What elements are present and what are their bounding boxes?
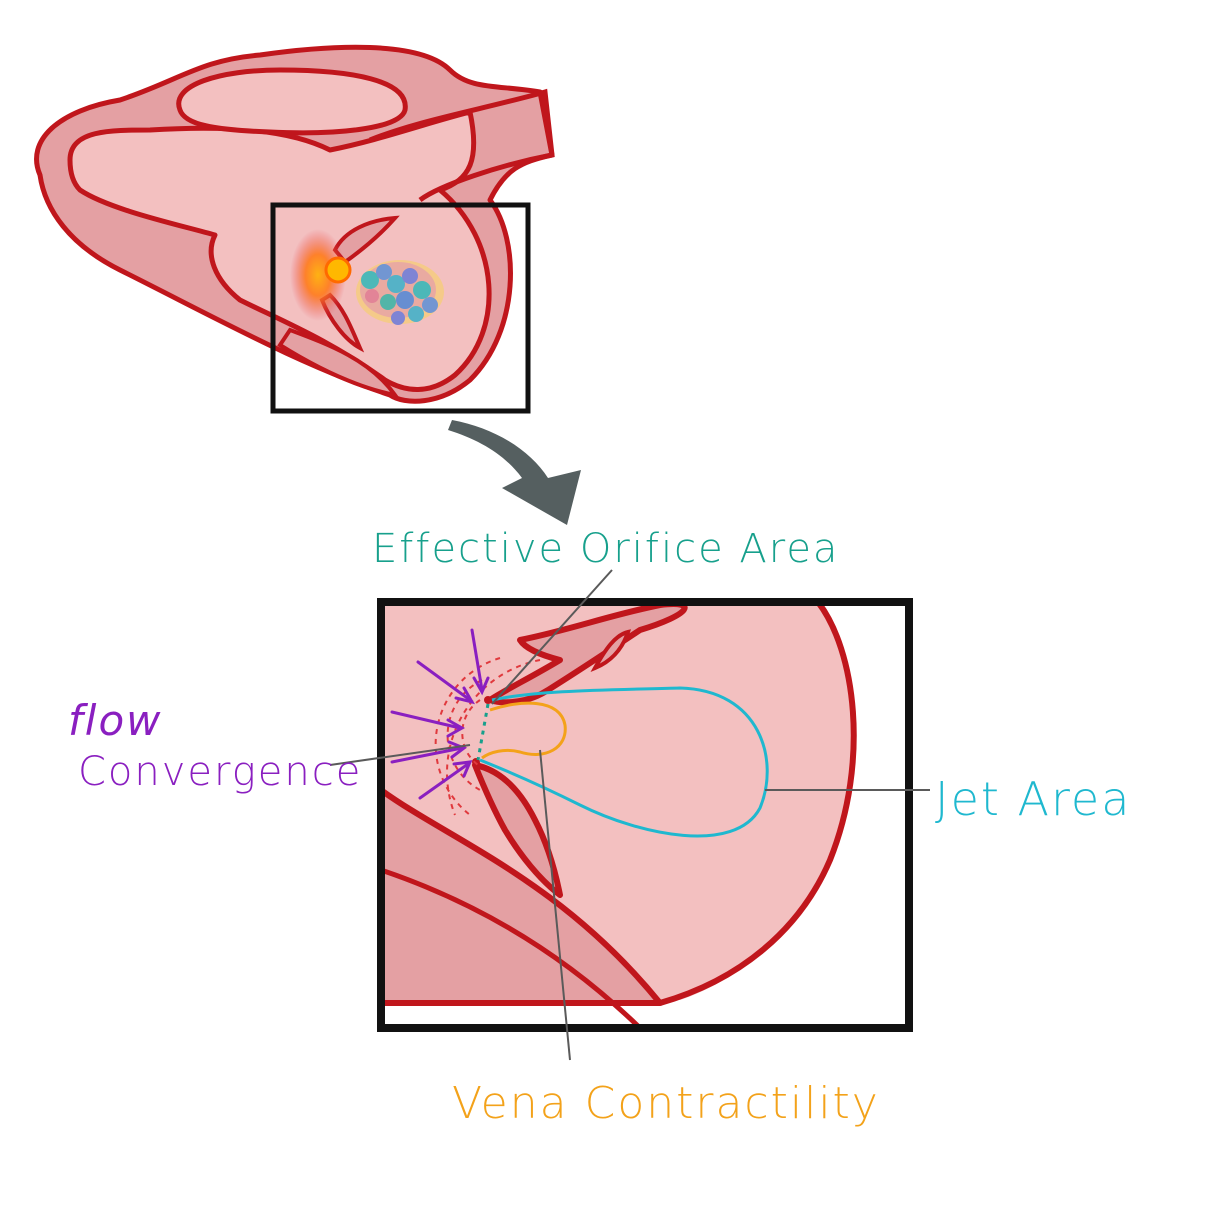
heart-upper-chamber bbox=[176, 67, 408, 136]
chamber-wall-line bbox=[659, 602, 857, 1006]
heart-overview bbox=[34, 44, 555, 414]
convergence-arrows bbox=[390, 628, 490, 800]
effective-orifice-line bbox=[476, 703, 490, 761]
doppler-jet bbox=[356, 260, 444, 325]
jet-area-outline bbox=[479, 686, 769, 838]
flow-convergence-isovelocity bbox=[434, 657, 541, 816]
label-flow: flow bbox=[68, 696, 163, 745]
zoom-frame-small bbox=[270, 202, 531, 414]
leader-lines bbox=[329, 569, 930, 1061]
label-vena-contractility: Vena Contractility bbox=[452, 1078, 880, 1129]
leaflet-upper bbox=[487, 602, 688, 706]
heart-outflow-vessel bbox=[369, 88, 555, 203]
valve-leaflet-upper bbox=[332, 215, 400, 265]
zoom-panel bbox=[381, 602, 909, 1028]
label-effective-orifice-area: Effective Orifice Area bbox=[372, 526, 839, 572]
septum-band bbox=[381, 787, 663, 1006]
label-jet-area: Jet Area bbox=[935, 772, 1131, 826]
vena-contracta-outline bbox=[481, 701, 567, 760]
septum-inner-line bbox=[381, 867, 642, 1028]
zoom-frame-large bbox=[377, 598, 913, 1032]
leaflet-lower bbox=[472, 762, 563, 898]
heart-septum bbox=[277, 327, 400, 398]
label-convergence: Convergence bbox=[78, 749, 362, 795]
zoom-arrow bbox=[448, 420, 581, 525]
